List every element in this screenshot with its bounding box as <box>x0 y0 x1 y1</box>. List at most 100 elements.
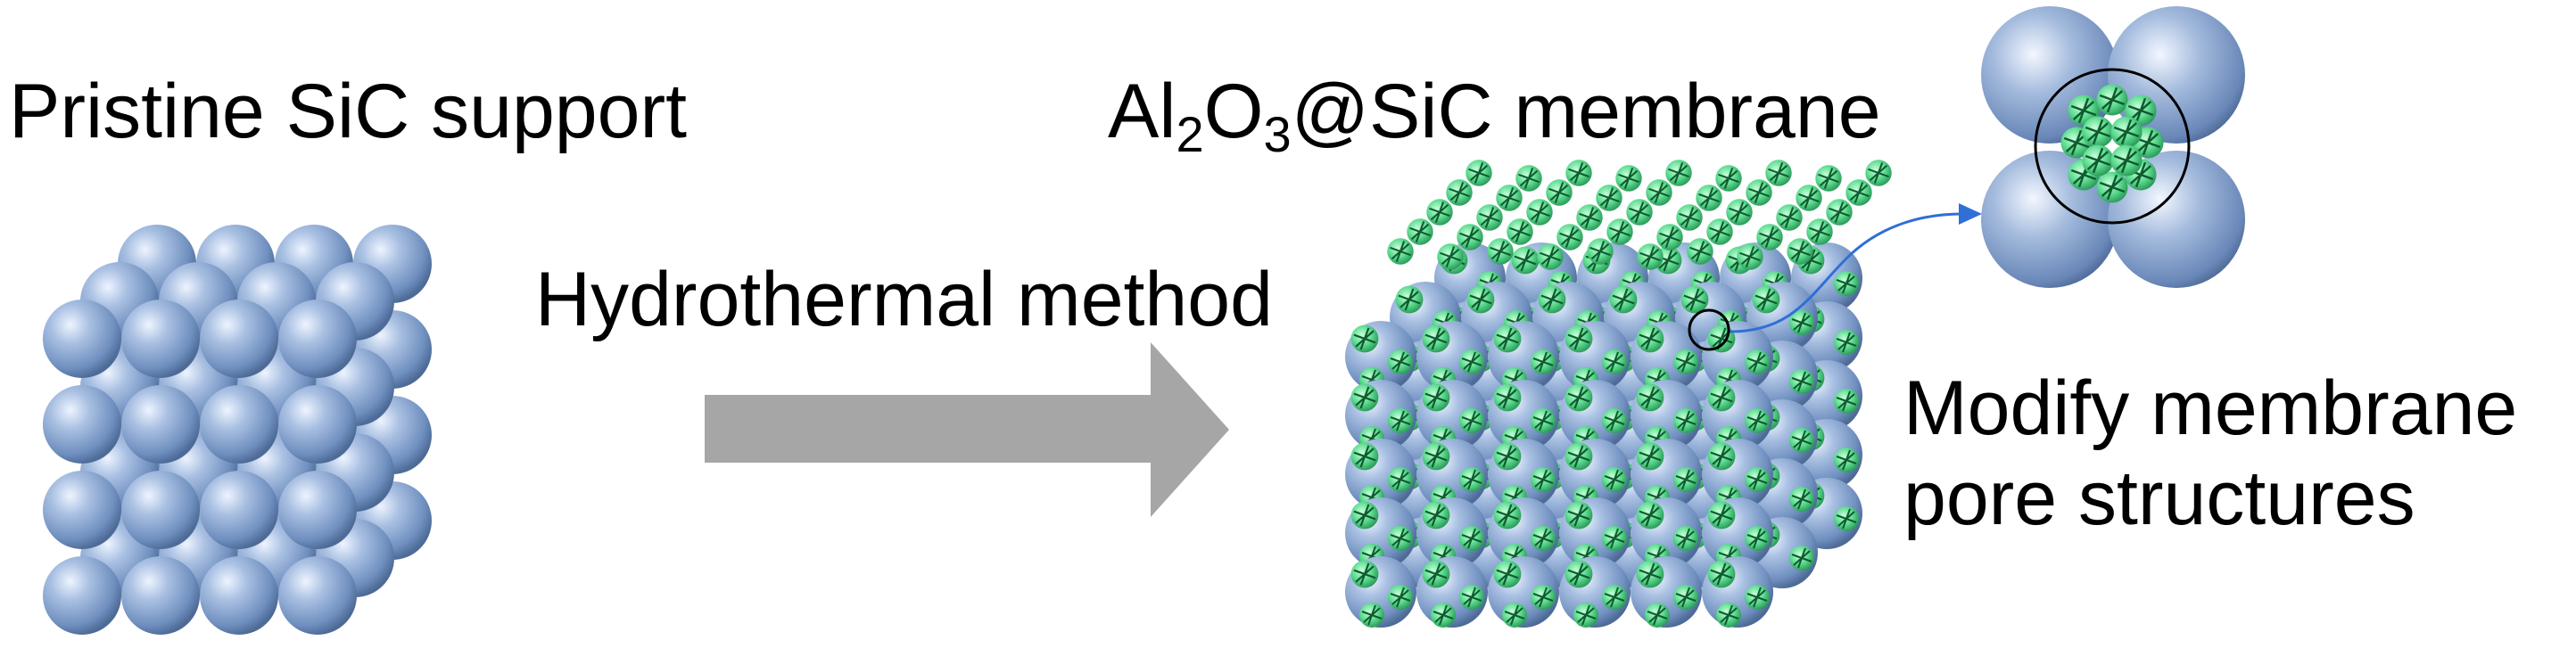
alumina-particle <box>1814 164 1843 193</box>
alumina-particle <box>1655 223 1684 251</box>
alumina-particle <box>1788 427 1815 454</box>
sic-sphere <box>200 471 278 549</box>
alumina-particle <box>1350 382 1380 413</box>
alumina-particle <box>1705 218 1734 246</box>
alumina-particle <box>1788 545 1815 571</box>
alumina-particle <box>1386 237 1415 266</box>
alumina-particle <box>1715 602 1742 628</box>
alumina-particle <box>1458 525 1485 552</box>
alumina-particle <box>1744 407 1771 434</box>
alumina-particle <box>1530 349 1556 375</box>
alumina-particle <box>1825 198 1854 226</box>
alumina-particle <box>1586 237 1614 266</box>
alumina-particle <box>1751 284 1781 315</box>
membrane-label-suffix: @SiC membrane <box>1291 69 1881 154</box>
alumina-particle <box>1564 324 1594 354</box>
alumina-particle <box>1556 223 1584 251</box>
alumina-particle <box>1387 584 1414 611</box>
alumina-particle <box>1833 505 1860 532</box>
alumina-particle <box>1565 159 1593 187</box>
alumina-particle <box>1492 559 1523 589</box>
alumina-particle <box>1672 525 1699 552</box>
sic-sphere <box>278 556 357 635</box>
alumina-particle <box>1406 218 1434 246</box>
alumina-particle <box>1387 466 1414 493</box>
alumina-particle <box>1525 198 1554 226</box>
alumina-particle <box>1564 382 1594 413</box>
alumina-particle <box>1636 242 1664 271</box>
alumina-particle <box>1466 284 1496 315</box>
alumina-particle <box>1595 184 1623 212</box>
alumina-particle <box>1421 324 1451 354</box>
alumina-particle <box>1430 602 1457 628</box>
modify-label: Modify membrane pore structures <box>1903 364 2517 545</box>
alumina-particle <box>1635 382 1665 413</box>
alumina-particle <box>1425 198 1454 226</box>
alumina-particle <box>1805 218 1834 246</box>
alumina-particle <box>1672 584 1699 611</box>
alumina-particle <box>1456 223 1484 251</box>
alumina-particle <box>1445 178 1474 207</box>
alumina-particle <box>1421 500 1451 530</box>
alumina-coated-sic-block <box>1345 159 1893 628</box>
alumina-particle <box>1394 284 1424 315</box>
alumina-particle <box>1564 559 1594 589</box>
alumina-particle <box>1675 203 1704 232</box>
alumina-particle <box>1755 223 1784 251</box>
alumina-particle <box>1350 441 1380 472</box>
alumina-particle <box>1537 284 1567 315</box>
alumina-particle <box>1833 329 1860 356</box>
membrane-label: Al2O3@SiC membrane <box>1108 73 1881 160</box>
alumina-particle <box>1635 324 1665 354</box>
alumina-particle <box>1744 584 1771 611</box>
alumina-particle <box>1387 349 1414 375</box>
alumina-particle <box>1635 500 1665 530</box>
membrane-label-sub1: 2 <box>1176 106 1204 162</box>
alumina-particle <box>1458 407 1485 434</box>
alumina-particle <box>1458 584 1485 611</box>
sic-sphere <box>200 300 278 378</box>
alumina-particle <box>1601 525 1628 552</box>
alumina-particle <box>1358 602 1385 628</box>
four-sphere-unit-icon <box>1981 6 2245 288</box>
alumina-particle <box>1465 159 1493 187</box>
sic-sphere <box>43 385 121 464</box>
alumina-particle <box>1795 184 1823 212</box>
alumina-particle <box>1421 441 1451 472</box>
alumina-particle <box>2095 83 2129 117</box>
alumina-particle <box>1495 184 1523 212</box>
alumina-particle <box>1635 441 1665 472</box>
pristine-sic-sphere-block <box>43 225 432 635</box>
membrane-label-sub2: 3 <box>1263 106 1292 162</box>
membrane-label-prefix: Al <box>1108 69 1177 154</box>
alumina-particle <box>1501 602 1528 628</box>
alumina-particle <box>1506 218 1534 246</box>
alumina-particle <box>1601 407 1628 434</box>
alumina-particle <box>1530 584 1556 611</box>
alumina-particle <box>1573 602 1599 628</box>
alumina-particle <box>1601 466 1628 493</box>
sic-sphere <box>43 556 121 635</box>
sic-sphere <box>278 300 357 378</box>
alumina-particle <box>1601 584 1628 611</box>
sic-sphere <box>278 385 357 464</box>
sic-sphere <box>121 300 200 378</box>
alumina-particle <box>1706 500 1737 530</box>
alumina-particle <box>1686 237 1714 266</box>
alumina-particle <box>1350 500 1380 530</box>
alumina-particle <box>1492 382 1523 413</box>
alumina-particle <box>1644 602 1671 628</box>
sic-sphere <box>121 471 200 549</box>
alumina-particle <box>1706 441 1737 472</box>
alumina-particle <box>1350 559 1380 589</box>
alumina-particle <box>1672 407 1699 434</box>
membrane-label-mid: O <box>1203 69 1264 154</box>
alumina-particle <box>1606 218 1634 246</box>
sic-sphere <box>43 300 121 378</box>
alumina-particle <box>1788 368 1815 395</box>
alumina-particle <box>1788 486 1815 513</box>
alumina-particle <box>1421 559 1451 589</box>
alumina-particle <box>1625 198 1654 226</box>
alumina-particle <box>1775 203 1804 232</box>
